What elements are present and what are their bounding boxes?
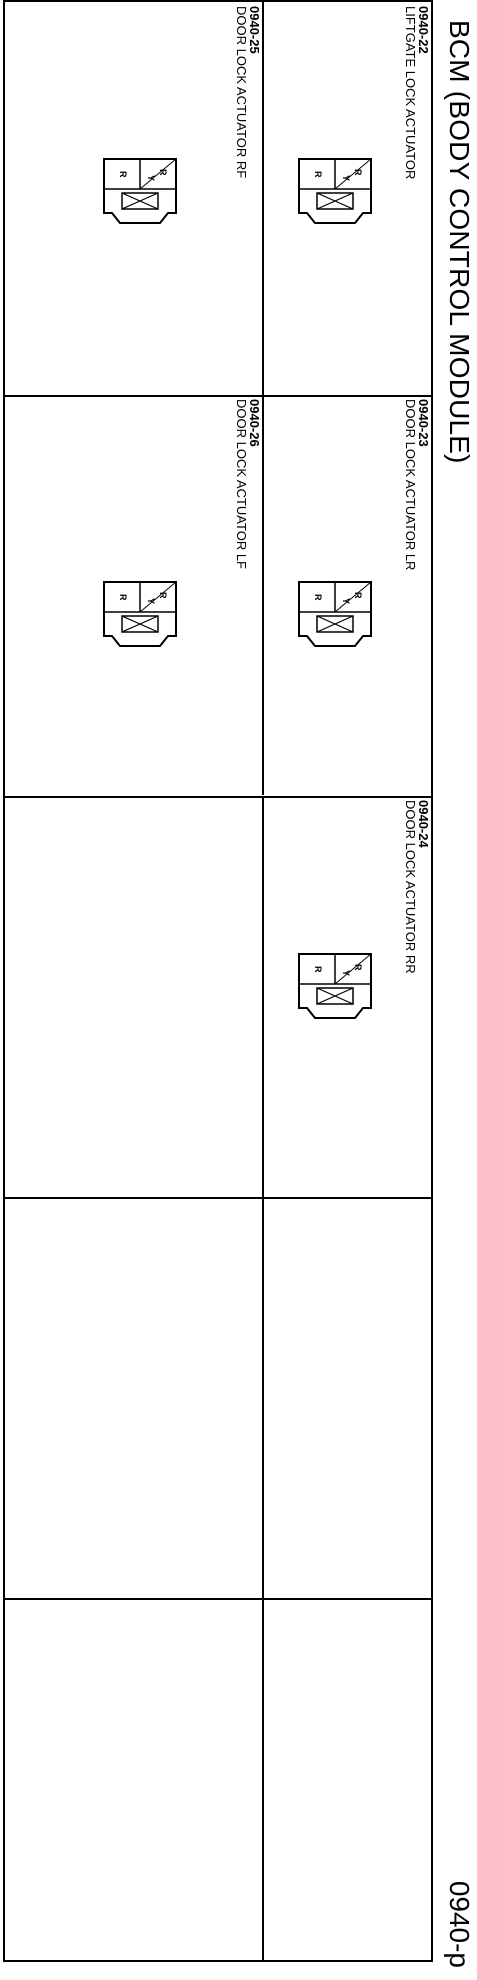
connector-cell-0940-25[interactable]: 0940-25 DOOR LOCK ACTUATOR RF	[234, 6, 262, 179]
connector-face-icon: R Y R	[297, 952, 373, 1024]
connector-code: 0940-26	[247, 399, 262, 447]
connector-face-icon: R Y R	[297, 157, 373, 229]
connector-code: 0940-25	[247, 6, 262, 54]
pin-label: R	[118, 171, 128, 178]
connector-cell-0940-22[interactable]: 0940-22 LIFTGATE LOCK ACTUATOR	[403, 6, 431, 180]
column-divider	[5, 1197, 431, 1199]
column-divider	[5, 796, 431, 798]
pin-label: Y	[341, 175, 351, 181]
connector-face-icon: R Y R	[102, 580, 178, 652]
connector-face-icon: R Y R	[102, 157, 178, 229]
connector-cell-0940-26[interactable]: 0940-26 DOOR LOCK ACTUATOR LF	[234, 399, 262, 569]
column-divider	[5, 1598, 431, 1600]
pin-label: Y	[341, 598, 351, 604]
connector-face-icon: R Y R	[297, 580, 373, 652]
pin-label: R	[158, 169, 168, 176]
pin-label: R	[158, 592, 168, 599]
pin-label: R	[353, 592, 363, 599]
pin-label: Y	[146, 598, 156, 604]
connector-code: 0940-24	[416, 800, 431, 848]
connector-code: 0940-23	[416, 399, 431, 447]
row-divider	[262, 2, 264, 795]
pin-label: Y	[146, 175, 156, 181]
page-code: 0940-p	[444, 1880, 475, 1968]
column-divider	[5, 395, 431, 397]
connector-name: DOOR LOCK ACTUATOR RR	[403, 800, 418, 974]
pin-label: R	[313, 594, 323, 601]
connector-name: DOOR LOCK ACTUATOR RF	[234, 6, 249, 179]
connector-code: 0940-22	[416, 6, 431, 54]
pin-label: R	[313, 966, 323, 973]
connector-name: DOOR LOCK ACTUATOR LR	[403, 399, 418, 571]
connector-grid: 0940-22 LIFTGATE LOCK ACTUATOR R Y R 094…	[3, 0, 433, 1962]
pin-label: R	[353, 964, 363, 971]
pin-label: R	[118, 594, 128, 601]
pin-label: R	[353, 169, 363, 176]
connector-cell-0940-24[interactable]: 0940-24 DOOR LOCK ACTUATOR RR	[403, 800, 431, 974]
pin-label: R	[313, 171, 323, 178]
row-divider	[262, 796, 264, 1197]
connector-name: LIFTGATE LOCK ACTUATOR	[403, 6, 418, 180]
connector-cell-0940-23[interactable]: 0940-23 DOOR LOCK ACTUATOR LR	[403, 399, 431, 571]
connector-name: DOOR LOCK ACTUATOR LF	[234, 399, 249, 569]
page-title: BCM (BODY CONTROL MODULE)	[444, 20, 475, 464]
row-divider	[262, 1197, 264, 1962]
pin-label: Y	[341, 970, 351, 976]
